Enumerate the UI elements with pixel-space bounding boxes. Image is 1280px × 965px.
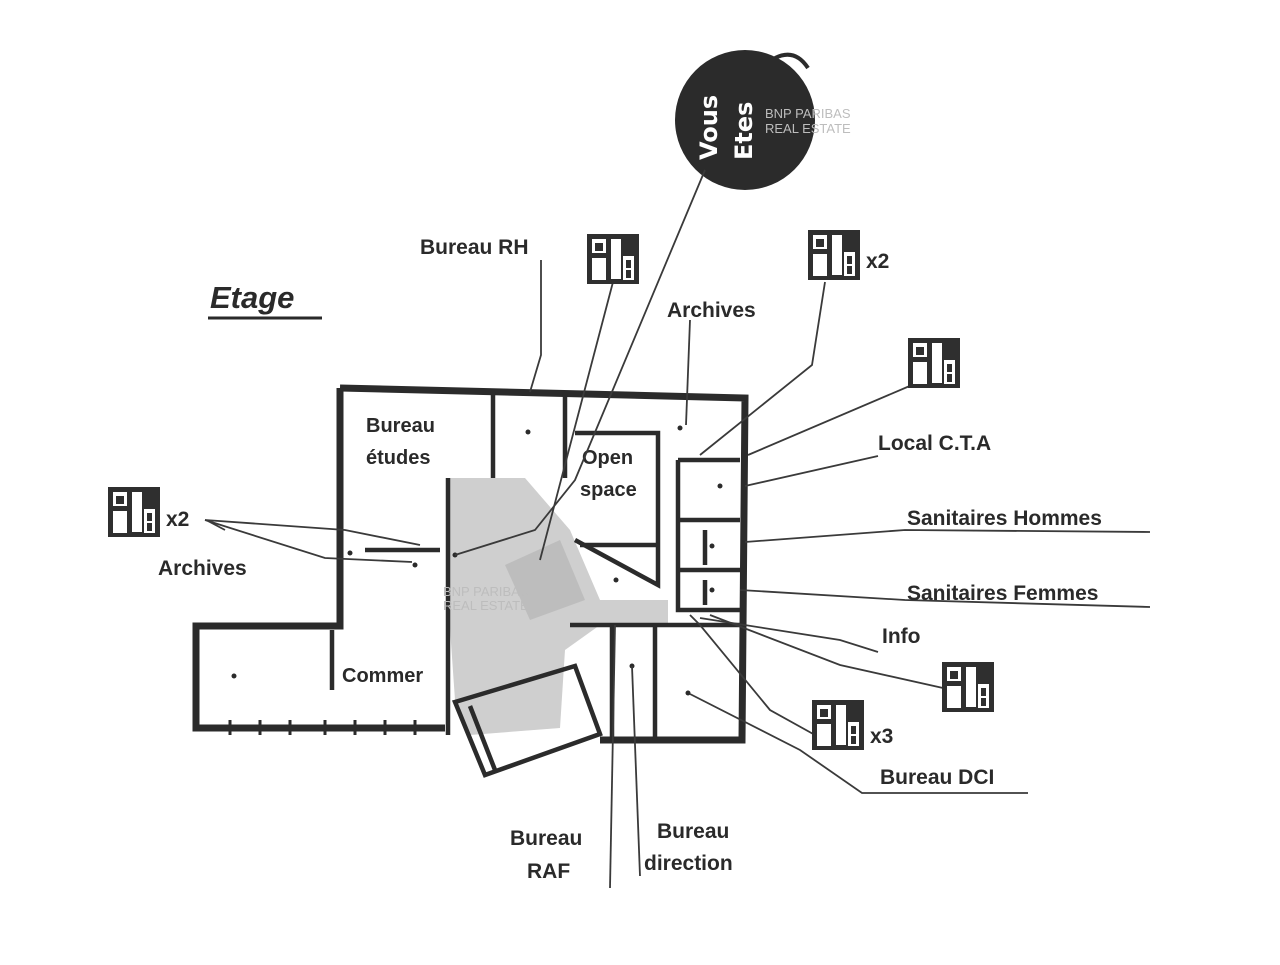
room-open-space-line2: space [580,479,637,501]
room-bureau-etudes-line1: Bureau [366,415,435,437]
label-local-cta: Local C.T.A [878,432,991,455]
label-archives-top: Archives [667,299,756,322]
multiplier-top-right: x2 [866,250,889,273]
label-archives-left: Archives [158,557,247,580]
label-bureau-direction-line2: direction [644,852,733,875]
rotated-block [451,663,603,778]
label-bureau-dci: Bureau DCI [880,766,994,789]
label-sanitaires-hommes: Sanitaires Hommes [907,507,1102,530]
multiplier-bottom-right: x3 [870,725,893,748]
leader-lines [204,169,1151,889]
room-open-space-line1: Open [582,447,633,469]
watermark-center-line1: BNP PARIBAS [443,584,529,599]
fire-extinguisher-icon [908,338,960,388]
stair-area [505,540,585,620]
fire-extinguisher-icon [812,700,864,750]
label-bureau-rh: Bureau RH [420,236,529,259]
badge-line1: Vous [695,95,723,160]
label-bureau-direction-line1: Bureau [657,820,729,843]
badge-tail [774,52,810,70]
fire-extinguisher-icon [587,234,639,284]
window-ticks [228,720,417,735]
label-sanitaires-femmes: Sanitaires Femmes [907,582,1098,605]
watermark-center-line2: REAL ESTATE [443,598,529,613]
multiplier-left: x2 [166,508,189,531]
wall-open-space [573,430,661,589]
watermark-top-line1: BNP PARIBAS [765,106,851,121]
rotated-block-wall [467,705,498,771]
plan-title: Etage [210,280,294,315]
outer-wall-right [339,384,749,744]
wall-sanitary-block [675,460,740,613]
room-commercial: Commer [342,665,423,687]
outer-wall-left [192,388,445,732]
badge-circle [675,50,815,190]
fire-extinguisher-icon [808,230,860,280]
room-bureau-etudes-line2: études [366,447,430,469]
fire-extinguisher-icon [942,662,994,712]
badge-line2: Etes [730,102,758,160]
label-info: Info [882,625,920,648]
fire-extinguisher-icon [108,487,160,537]
you-are-here-badge: Vous Etes [675,50,815,190]
label-bureau-raf-line1: Bureau [510,827,582,850]
watermark-top-line2: REAL ESTATE [765,121,851,136]
label-bureau-raf-line2: RAF [527,860,570,883]
